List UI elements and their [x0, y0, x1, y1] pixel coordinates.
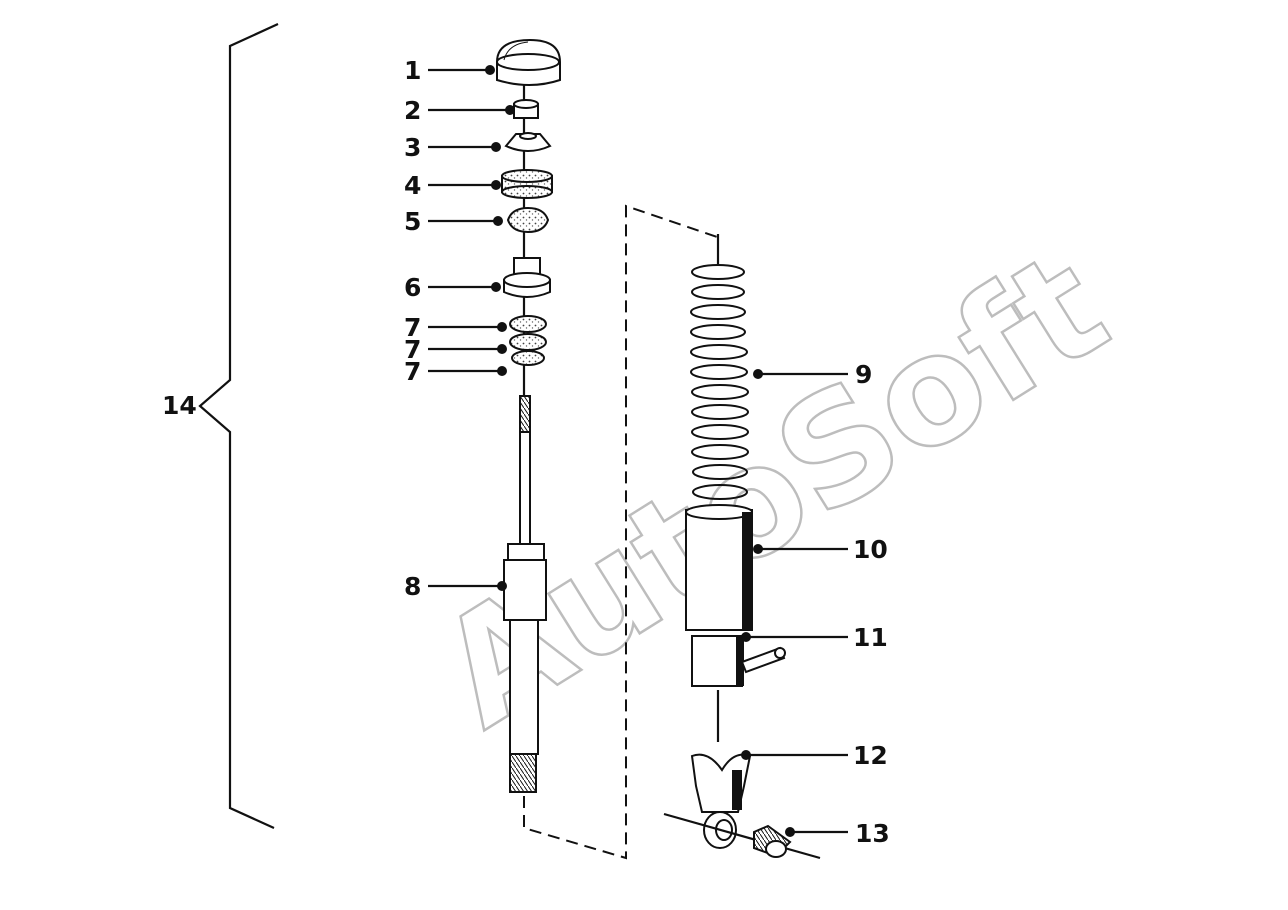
part-9-coil-spring — [690, 234, 749, 500]
part-3-washer — [504, 132, 552, 152]
part-2-nut — [513, 99, 539, 119]
part-4-rubber-disc — [501, 169, 553, 199]
part-8-damper — [503, 395, 547, 793]
part-6-mount-cup — [503, 257, 551, 298]
part-11-adjuster-collar — [691, 635, 786, 687]
callout-7a: 7 — [404, 313, 421, 342]
part-12-lower-bracket — [690, 753, 752, 849]
callout-7b: 7 — [404, 335, 421, 364]
callout-2: 2 — [404, 96, 421, 125]
callout-9: 9 — [855, 360, 872, 389]
callout-13: 13 — [855, 819, 890, 848]
connecting-dashed-line — [523, 204, 721, 860]
callout-3: 3 — [404, 133, 421, 162]
callout-7c: 7 — [404, 357, 421, 386]
callout-11: 11 — [853, 623, 888, 652]
callout-8: 8 — [404, 572, 421, 601]
bolt-axis-line — [663, 812, 821, 860]
part-1-dome-cap — [496, 38, 561, 86]
callout-5: 5 — [404, 207, 421, 236]
callout-1: 1 — [404, 56, 421, 85]
part-7-rubber-rings — [509, 315, 547, 366]
part-10-lower-tube — [685, 504, 753, 631]
callout-4: 4 — [404, 171, 421, 200]
part-13-bushing — [753, 824, 792, 858]
callout-14: 14 — [162, 391, 197, 420]
assembly-bracket — [198, 23, 279, 830]
callout-12: 12 — [853, 741, 888, 770]
callout-6: 6 — [404, 273, 421, 302]
callout-10: 10 — [853, 535, 888, 564]
part-5-rubber-bush — [506, 206, 550, 234]
leader-lines — [428, 65, 848, 837]
